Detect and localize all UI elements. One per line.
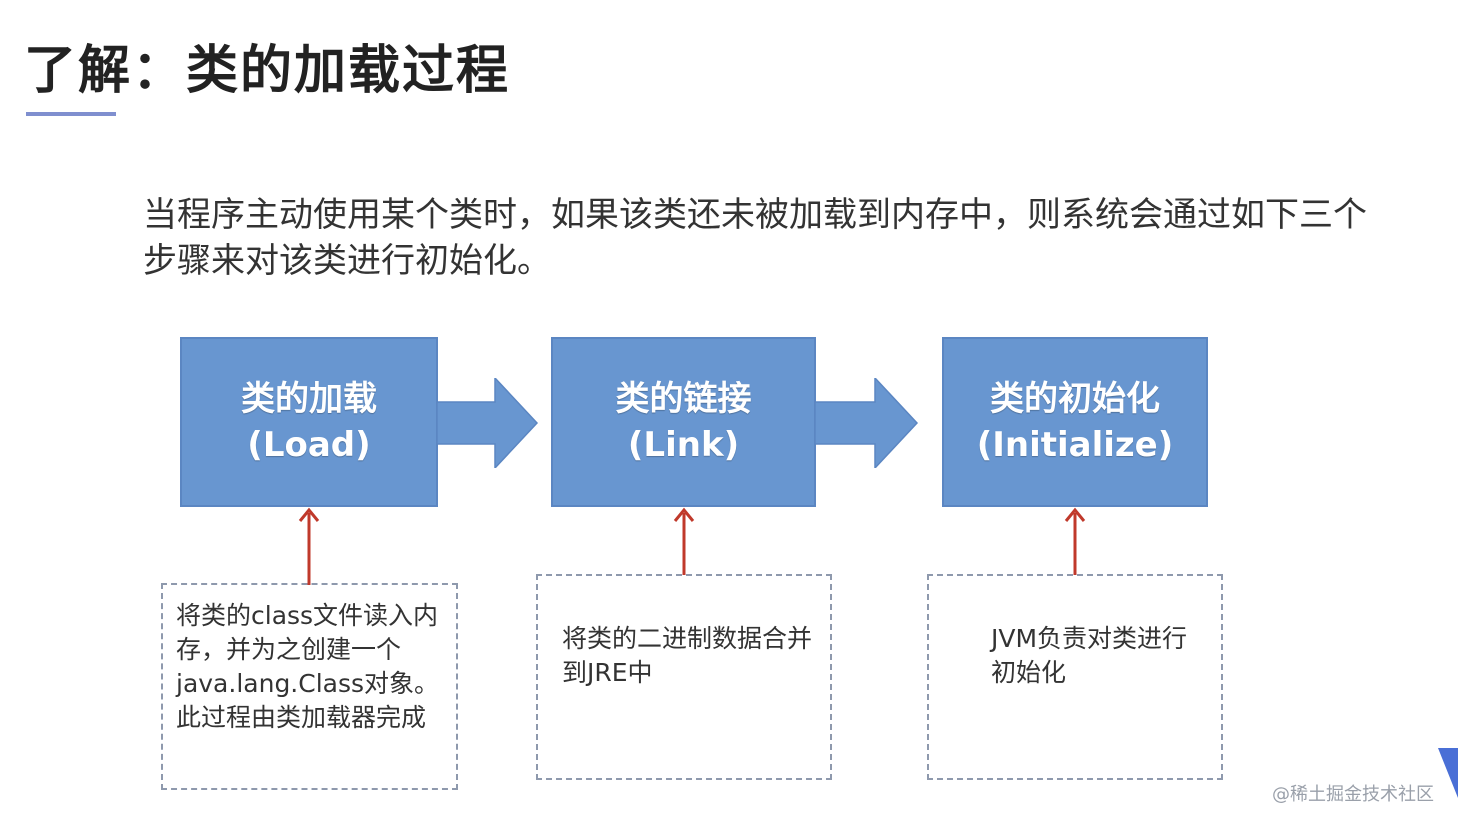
stage-init-box: 类的初始化 (Initialize)	[942, 337, 1208, 507]
title-underline	[26, 112, 116, 116]
intro-paragraph: 当程序主动使用某个类时，如果该类还未被加载到内存中，则系统会通过如下三个步骤来对…	[143, 195, 1367, 281]
corner-decoration	[1438, 748, 1458, 798]
stage-init-en: (Initialize)	[976, 425, 1174, 465]
stage-init-name: 类的初始化	[990, 379, 1160, 419]
flow-arrow-2	[815, 378, 919, 468]
stage-link-name: 类的链接	[615, 379, 752, 419]
up-arrow-link	[673, 507, 695, 575]
stage-link-en: (Link)	[627, 425, 740, 465]
up-arrow-load	[298, 507, 320, 585]
watermark: @稀土掘金技术社区	[1272, 784, 1434, 805]
note-load: 将类的class文件读入内存，并为之创建一个java.lang.Class对象。…	[161, 583, 458, 790]
stage-load-box: 类的加载 (Load)	[180, 337, 438, 507]
flow-arrow-1	[437, 378, 539, 468]
note-link: 将类的二进制数据合并到JRE中	[536, 574, 832, 780]
note-init: JVM负责对类进行初始化	[927, 574, 1223, 780]
stage-load-en: (Load)	[247, 425, 371, 465]
slide-title: 了解：类的加载过程	[24, 41, 511, 101]
up-arrow-init	[1064, 507, 1086, 575]
stage-load-name: 类的加载	[241, 379, 377, 419]
stage-link-box: 类的链接 (Link)	[551, 337, 816, 507]
